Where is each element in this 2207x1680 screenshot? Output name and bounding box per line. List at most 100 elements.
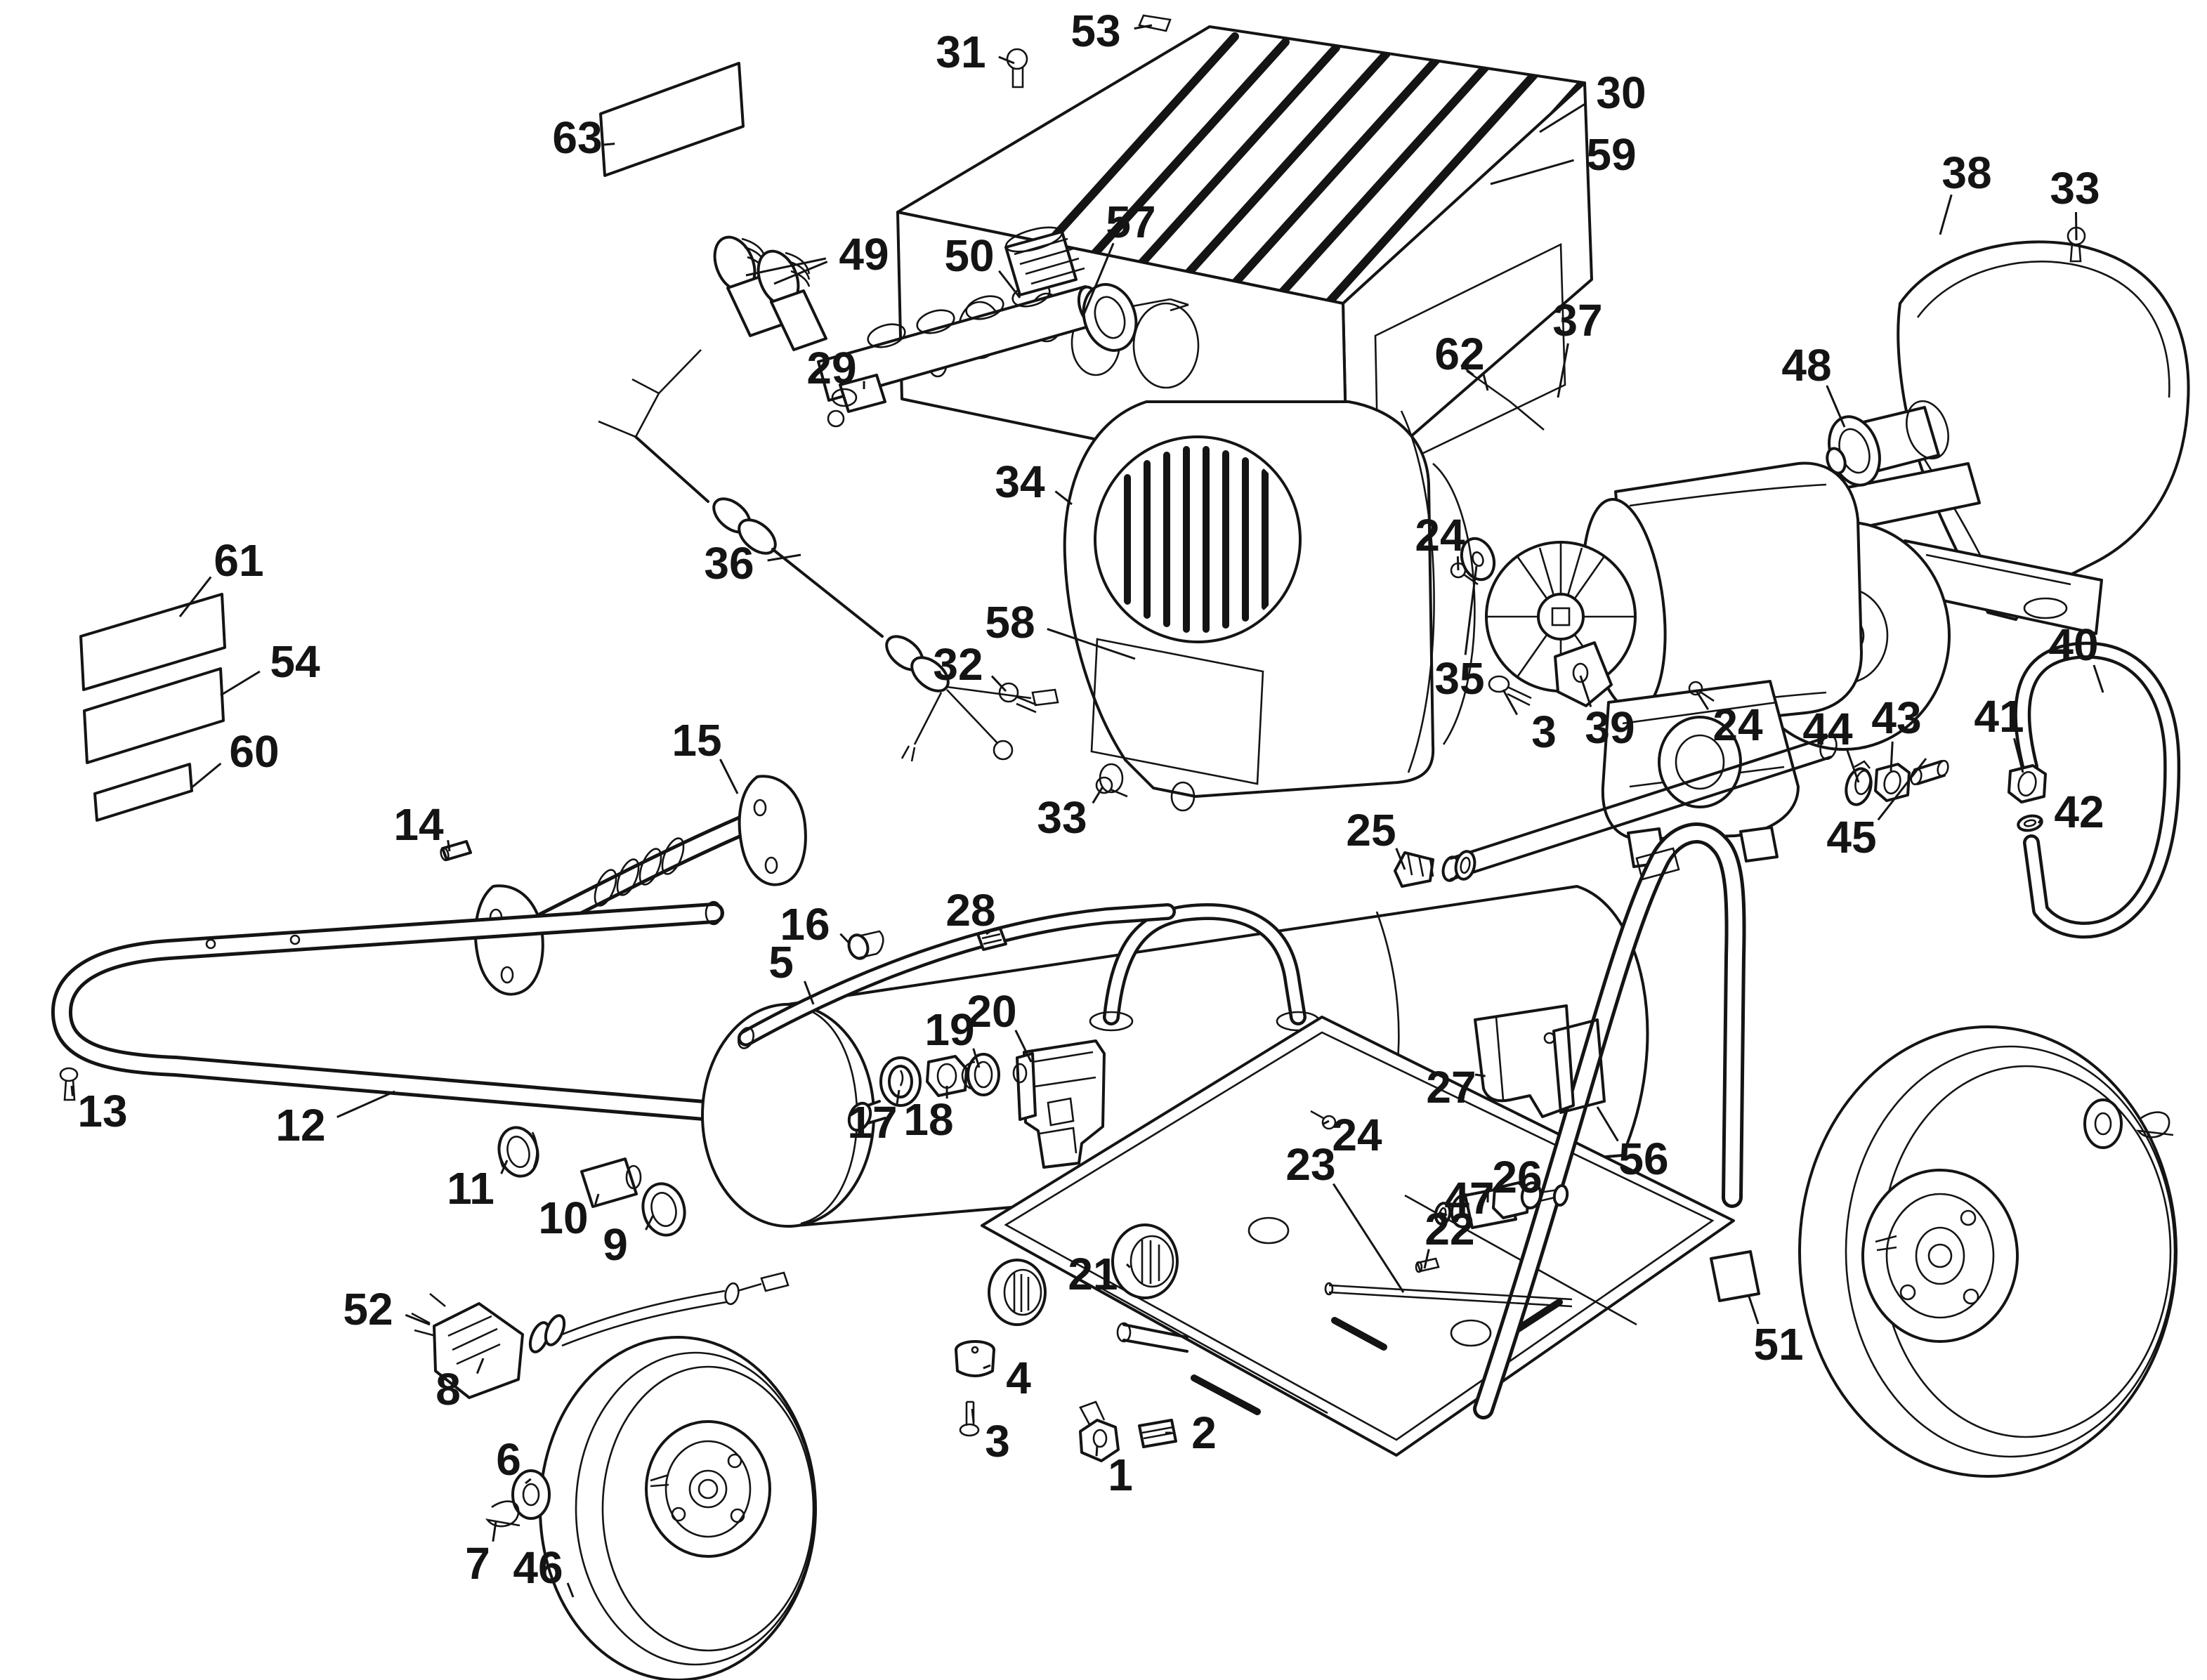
shroud-label-58 <box>1090 638 1264 785</box>
callout-leader-32 <box>990 675 1007 693</box>
screw-32 <box>998 682 1038 714</box>
callout-63: 63 <box>552 112 615 163</box>
nut-18 <box>926 1055 968 1097</box>
part-number-43: 43 <box>1871 693 1921 743</box>
part-number-33: 33 <box>1037 792 1087 843</box>
part-number-19: 19 <box>924 1004 974 1055</box>
callout-32: 32 <box>933 639 1007 693</box>
muffler-49b <box>757 249 827 351</box>
callout-leader-8 <box>476 1358 485 1374</box>
part-number-54: 54 <box>270 636 320 687</box>
motor-wire-62 <box>1460 364 1545 431</box>
callout-54: 54 <box>220 636 320 697</box>
part-number-14: 14 <box>393 799 444 850</box>
part-number-51: 51 <box>1753 1319 1803 1370</box>
callout-6: 6 <box>496 1434 532 1485</box>
hose-40 <box>2014 641 2181 939</box>
callout-8: 8 <box>435 1358 485 1415</box>
part-number-24: 24 <box>1332 1110 1382 1160</box>
axle-drum-21a <box>988 1259 1047 1326</box>
callout-52: 52 <box>343 1284 431 1334</box>
callout-28: 28 <box>945 885 995 936</box>
wire-harness-36 <box>598 349 1059 762</box>
capacitor-48 <box>1825 400 1981 534</box>
callout-leader-33 <box>1092 786 1104 804</box>
part-number-20: 20 <box>967 986 1016 1037</box>
callout-leader-48 <box>1826 385 1846 428</box>
callout-26: 26 <box>1486 1152 1543 1203</box>
callout-50: 50 <box>944 230 1021 298</box>
callout-leader-11 <box>500 1160 509 1174</box>
bolt-3-motor <box>1488 675 1532 707</box>
callout-leader-40 <box>2093 664 2104 693</box>
fan-cover-38 <box>1897 240 2190 635</box>
tank-handle-loop <box>1089 903 1321 1032</box>
part-number-57: 57 <box>1106 197 1155 247</box>
callout-leader-63 <box>603 143 615 146</box>
callout-leader-44 <box>1846 749 1860 783</box>
part-number-38: 38 <box>1941 147 1991 198</box>
callout-leader-3 <box>1502 689 1519 716</box>
callout-19: 19 <box>924 1004 981 1068</box>
right-washer <box>2083 1098 2123 1149</box>
callout-leader-43 <box>1890 741 1894 772</box>
callout-25: 25 <box>1346 805 1406 870</box>
part-number-52: 52 <box>343 1284 393 1334</box>
callout-leader-39 <box>1579 675 1592 707</box>
callout-35: 35 <box>1434 565 1485 704</box>
part-number-1: 1 <box>1108 1450 1133 1500</box>
bushing-16 <box>847 930 884 960</box>
callout-34: 34 <box>995 457 1073 507</box>
outlet-cap-57 <box>1082 283 1189 352</box>
callout-leader-4 <box>983 1364 991 1370</box>
screw-24b <box>1688 681 1715 702</box>
callout-leader-1 <box>1095 1445 1099 1457</box>
callout-leader-19 <box>972 1048 981 1068</box>
intake-50 <box>1004 226 1085 296</box>
part-number-62: 62 <box>1434 329 1484 379</box>
callout-leader-24 <box>1694 689 1710 711</box>
part-number-13: 13 <box>77 1086 127 1136</box>
callout-33: 33 <box>1037 786 1104 843</box>
callout-58: 58 <box>985 597 1136 660</box>
grip-wedge-10 <box>580 1157 642 1208</box>
clamp-44 <box>1845 760 1873 806</box>
callout-leader-53 <box>1134 24 1153 30</box>
label-sticker-60 <box>93 763 193 822</box>
part-number-25: 25 <box>1346 805 1396 855</box>
hose-nut-41 <box>2008 764 2047 803</box>
callout-leader-45 <box>1877 758 1927 821</box>
part-number-30: 30 <box>1596 67 1646 118</box>
callout-17: 17 <box>847 1089 901 1148</box>
part-number-12: 12 <box>275 1100 325 1150</box>
callout-leader-42 <box>2037 818 2043 824</box>
callout-leader-23 <box>1332 1183 1405 1293</box>
clip-28 <box>976 927 1007 951</box>
pin-22 <box>1415 1257 1440 1273</box>
callout-leader-57 <box>1082 242 1115 317</box>
callout-4: 4 <box>983 1353 1031 1403</box>
callout-leader-16 <box>839 933 851 945</box>
part-number-17: 17 <box>847 1097 897 1148</box>
seal-19 <box>961 1053 1000 1096</box>
end-cap-11 <box>497 1126 539 1178</box>
part-number-9: 9 <box>603 1219 628 1270</box>
label-sticker-61 <box>79 593 226 691</box>
part-number-47: 47 <box>1444 1173 1494 1223</box>
right-hoop <box>1473 822 1746 1419</box>
part-number-45: 45 <box>1826 812 1876 862</box>
callout-leader-52 <box>405 1313 431 1326</box>
callout-leader-58 <box>1047 628 1136 660</box>
part-number-44: 44 <box>1802 704 1853 754</box>
part-number-49: 49 <box>839 229 889 280</box>
callout-leader-9 <box>645 1214 655 1231</box>
check-valve-26 <box>1450 1181 1569 1229</box>
pressure-switch-20 <box>1012 1039 1106 1169</box>
part-number-11: 11 <box>447 1163 495 1214</box>
screw-33b <box>1095 776 1128 798</box>
callout-3: 3 <box>1502 689 1557 757</box>
callout-leader-21 <box>1125 1263 1131 1268</box>
part-number-6: 6 <box>496 1434 521 1485</box>
ferrule-42 <box>2017 814 2043 832</box>
part-number-3: 3 <box>985 1416 1010 1466</box>
